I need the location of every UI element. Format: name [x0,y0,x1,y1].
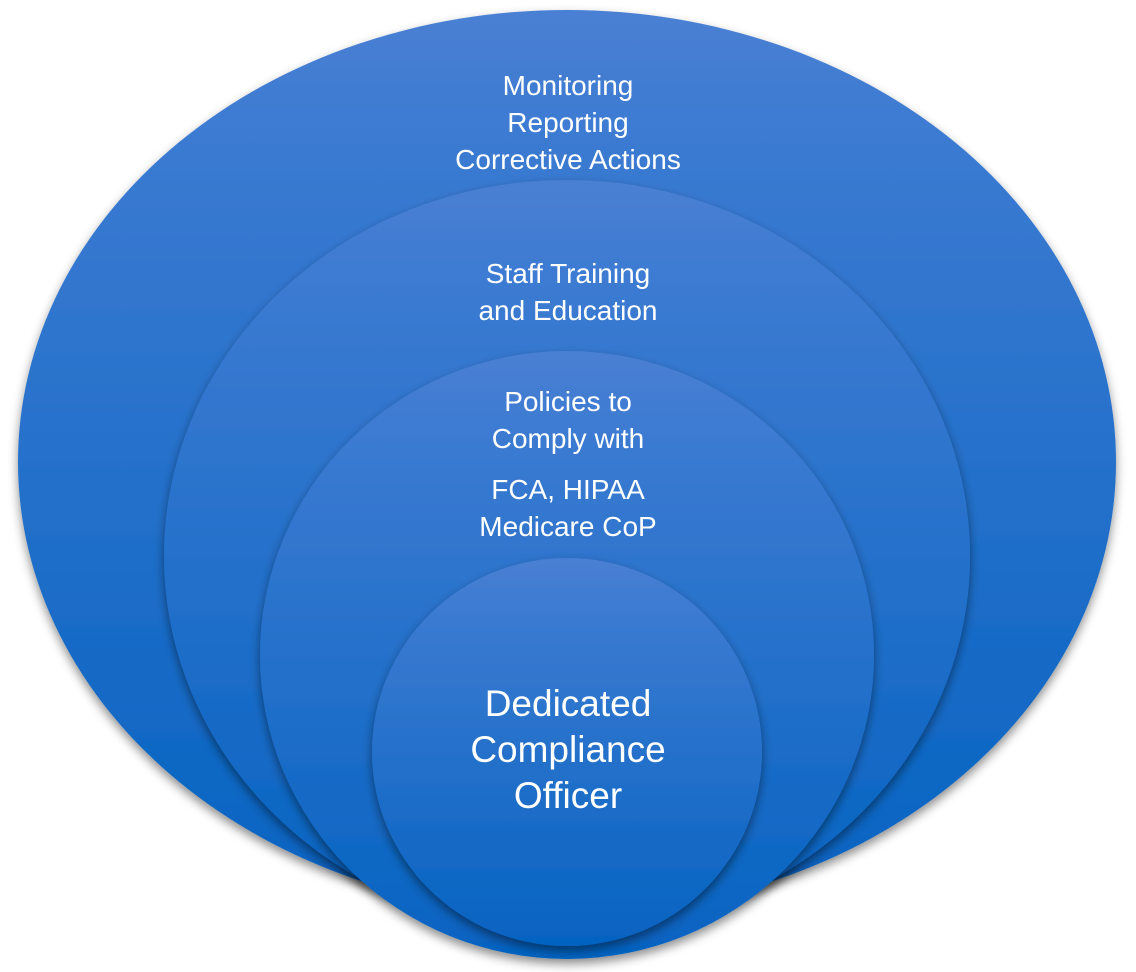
layer-1-label: Monitoring Reporting Corrective Actions [0,67,1136,178]
label-line: Medicare CoP [479,511,657,542]
label-line: Corrective Actions [455,144,681,175]
label-line: Reporting [507,107,629,138]
label-line: Policies to [504,386,632,417]
layer-2-label: Staff Training and Education [0,255,1136,329]
layer-3-sublabel: FCA, HIPAA Medicare CoP [0,471,1136,545]
label-line: Staff Training [485,258,651,289]
core-label: Dedicated Compliance Officer [0,681,1136,819]
label-line: Monitoring [502,70,634,101]
label-line: FCA, HIPAA [491,474,645,505]
label-line: Dedicated [484,683,652,724]
label-line: and Education [478,295,658,326]
label-line: Officer [513,775,623,816]
layer-core-circle [372,558,762,946]
layer-3-label: Policies to Comply with [0,383,1136,457]
label-line: Compliance [470,729,666,770]
label-line: Comply with [491,423,645,454]
